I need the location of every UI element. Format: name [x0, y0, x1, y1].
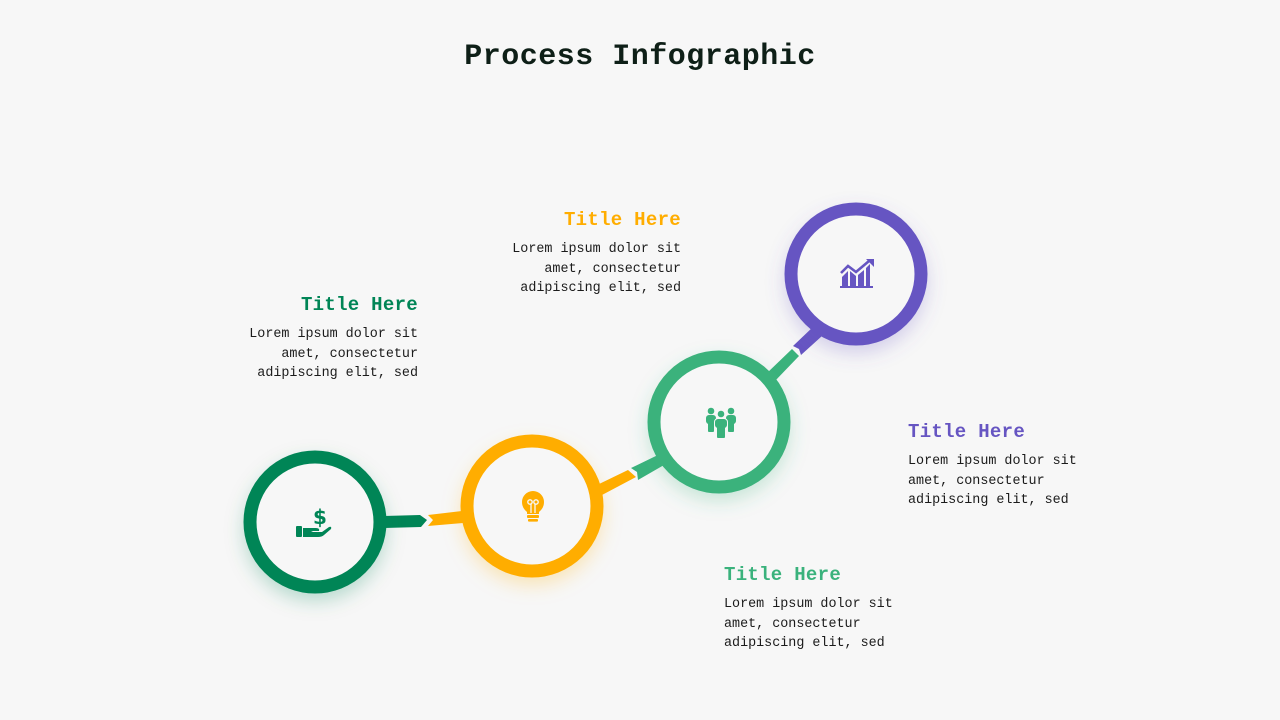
step-2-title: Title Here	[563, 209, 681, 231]
step-circle-4	[784, 202, 928, 346]
step-4-title: Title Here	[908, 421, 1026, 443]
connector-3-4	[766, 326, 822, 382]
step-circle-1	[243, 450, 387, 594]
svg-text:$: $	[313, 505, 327, 529]
growth-chart-icon	[840, 259, 874, 288]
connector-1-2	[384, 511, 463, 528]
step-2-text: Title Here Lorem ipsum dolor sit amet, c…	[481, 209, 681, 299]
money-hand-icon: $	[296, 505, 332, 537]
step-4-body: Lorem ipsum dolor sit amet, consectetur …	[908, 454, 1077, 508]
step-3-title: Title Here	[724, 564, 842, 586]
step-1-body: Lorem ipsum dolor sit amet, consectetur …	[249, 327, 418, 381]
step-1-text: Title Here Lorem ipsum dolor sit amet, c…	[218, 294, 418, 384]
team-icon	[706, 407, 736, 438]
step-3-body: Lorem ipsum dolor sit amet, consectetur …	[724, 597, 893, 651]
step-4-text: Title Here Lorem ipsum dolor sit amet, c…	[908, 421, 1108, 511]
page-title: Process Infographic	[464, 40, 816, 74]
step-1-title: Title Here	[300, 294, 418, 316]
step-2-body: Lorem ipsum dolor sit amet, consectetur …	[512, 242, 681, 296]
step-3-text: Title Here Lorem ipsum dolor sit amet, c…	[724, 564, 924, 654]
lightbulb-icon	[522, 491, 544, 522]
connector-2-3	[597, 454, 664, 495]
